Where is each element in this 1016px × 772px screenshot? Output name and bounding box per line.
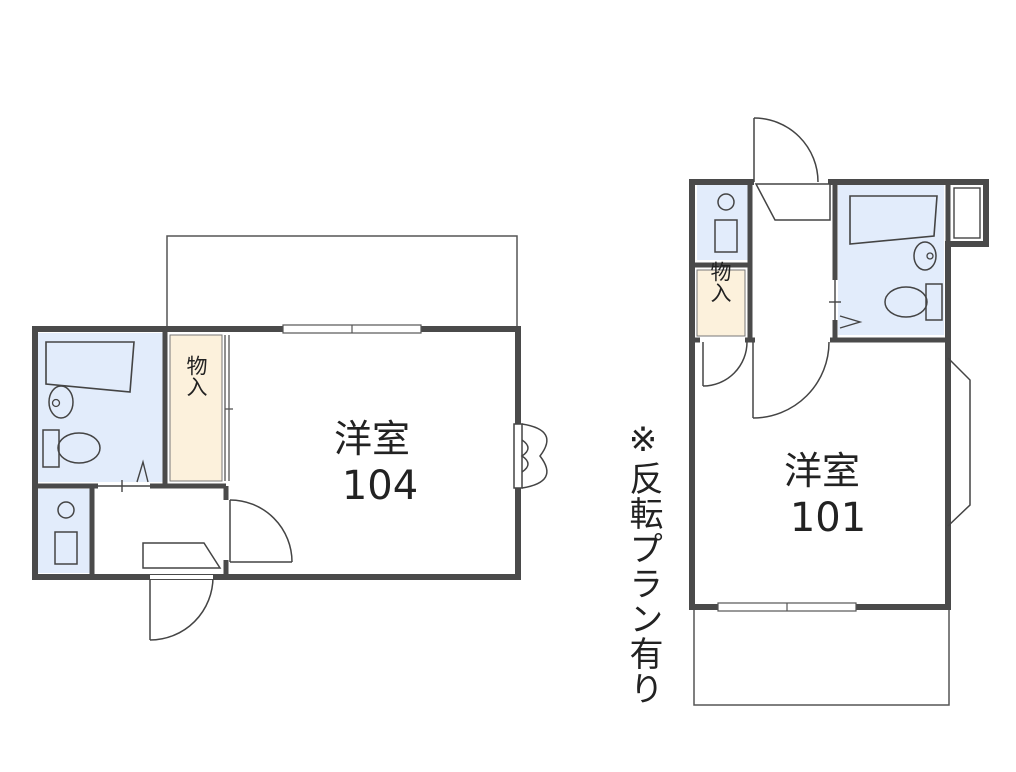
reverse-plan-note: ※反転プラン有り bbox=[623, 420, 663, 706]
room-door-101 bbox=[752, 341, 830, 419]
room-name-101: 洋室 bbox=[784, 449, 860, 493]
interior-walls-104 bbox=[35, 329, 229, 577]
entry-door-101 bbox=[753, 117, 831, 221]
bay-window-101 bbox=[947, 357, 971, 527]
closet-partition-104 bbox=[224, 335, 233, 481]
outer-wall-101 bbox=[689, 179, 989, 610]
washbasin-104 bbox=[48, 385, 74, 419]
unit-104-plan: 洋室 104 物入 bbox=[32, 235, 548, 641]
room-door-104 bbox=[229, 499, 293, 563]
room-name-104: 洋室 bbox=[334, 417, 410, 461]
bath-door-104 bbox=[98, 459, 150, 492]
storage-box-101 bbox=[953, 187, 981, 239]
bathtub-101 bbox=[849, 195, 938, 245]
balcony-104 bbox=[166, 235, 518, 329]
washroom-104 bbox=[38, 489, 94, 573]
closet-label-104: 物入 bbox=[184, 355, 208, 397]
washer-101 bbox=[714, 193, 738, 253]
closet-104 bbox=[169, 334, 223, 482]
window-top-104 bbox=[282, 324, 422, 334]
side-window-104 bbox=[513, 423, 548, 489]
window-bottom-101 bbox=[717, 602, 857, 612]
toilet-101 bbox=[884, 283, 943, 321]
room-number-104: 104 bbox=[342, 463, 418, 509]
unit-101-plan: 洋室 101 物入 bbox=[689, 117, 989, 706]
bathtub-104 bbox=[45, 341, 135, 393]
toilet-104 bbox=[42, 429, 101, 468]
washbasin-101 bbox=[913, 241, 937, 271]
closet-101 bbox=[696, 269, 746, 337]
bath-door-101 bbox=[829, 280, 863, 330]
room-number-101: 101 bbox=[790, 495, 866, 541]
balcony-101 bbox=[693, 608, 950, 706]
closet-door-101 bbox=[702, 341, 748, 387]
entry-door-104 bbox=[142, 542, 222, 641]
closet-label-101: 物入 bbox=[708, 261, 732, 303]
washroom-101 bbox=[697, 185, 752, 260]
bathroom-104 bbox=[38, 333, 163, 482]
washer-104 bbox=[54, 501, 78, 565]
